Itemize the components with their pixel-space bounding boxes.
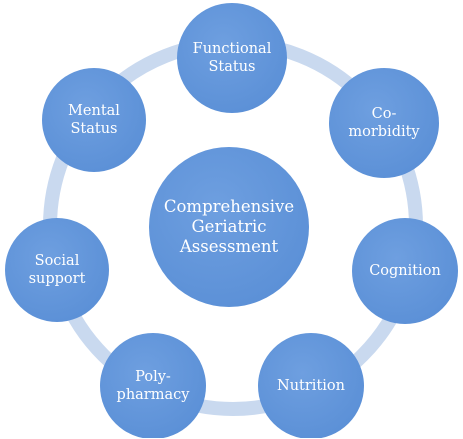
node-social-support-circle	[5, 218, 109, 322]
node-functional-status: Functional Status	[177, 3, 287, 113]
node-nutrition-label: Nutrition	[277, 378, 345, 394]
node-poly-pharmacy: Poly- pharmacy	[100, 333, 206, 439]
node-social-support-label: Social support	[28, 253, 86, 287]
node-poly-pharmacy-circle	[100, 333, 206, 438]
node-co-morbidity-label: Co- morbidity	[348, 106, 420, 140]
node-co-morbidity-circle	[329, 68, 439, 178]
node-nutrition: Nutrition	[258, 333, 364, 439]
node-social-support: Social support	[5, 218, 109, 322]
node-circles	[5, 3, 458, 438]
node-functional-status-circle	[177, 3, 287, 113]
center-node-label: Comprehensive Geriatric Assessment	[163, 197, 295, 256]
node-co-morbidity: Co- morbidity	[329, 68, 439, 178]
node-poly-pharmacy-label: Poly- pharmacy	[116, 369, 190, 403]
node-cognition-label: Cognition	[369, 263, 441, 279]
center-node-circle	[149, 147, 309, 307]
node-cognition-circle	[352, 218, 458, 324]
node-mental-status-label: Mental Status	[68, 103, 120, 137]
node-functional-status-label: Functional Status	[192, 41, 272, 75]
node-cognition: Cognition	[352, 218, 458, 324]
node-nutrition-circle	[258, 333, 364, 438]
center-node: Comprehensive Geriatric Assessment	[149, 147, 309, 307]
node-mental-status-circle	[42, 68, 146, 172]
node-mental-status: Mental Status	[42, 68, 146, 172]
